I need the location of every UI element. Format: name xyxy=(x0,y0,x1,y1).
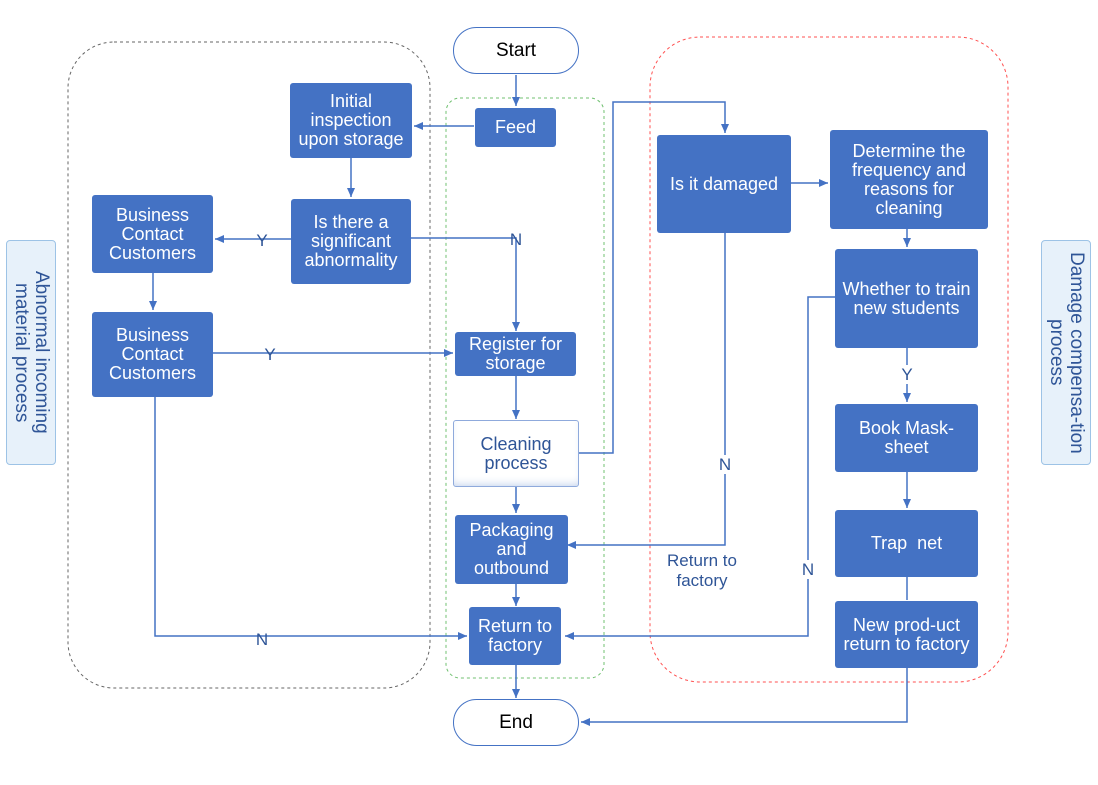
edge-label-n-return: N xyxy=(255,630,269,649)
packaging-outbound-node[interactable]: Packaging and outbound xyxy=(455,515,568,584)
group-damage-compensation xyxy=(649,36,1009,683)
edge-label-y-business: Y xyxy=(256,231,268,250)
section-label-abnormal-incoming: Abnormal incoming material process xyxy=(6,240,56,465)
group-main-flow xyxy=(445,97,605,679)
edge-label-y-book: Y xyxy=(898,365,916,384)
significant-abnormality-node[interactable]: Is there a significant abnormality xyxy=(291,199,411,284)
edge-label-n-register: N xyxy=(509,230,523,249)
train-new-students-node[interactable]: Whether to train new students xyxy=(835,249,978,348)
new-product-return-node[interactable]: New prod-uct return to factory xyxy=(835,601,978,668)
edge-label-n-damaged: N xyxy=(715,455,735,474)
edge-cleaning-damaged xyxy=(579,101,729,454)
edge-label-n-train: N xyxy=(798,560,818,579)
edge-label-y-register: Y xyxy=(264,345,276,364)
edge-newproduct-end xyxy=(581,668,908,726)
edge-abnormality-register xyxy=(411,237,520,331)
edge-train-return xyxy=(565,296,835,640)
book-mask-sheet-node[interactable]: Book Mask-sheet xyxy=(835,404,978,472)
edge-business2-return xyxy=(154,397,467,640)
trap-net-node[interactable]: Trap net xyxy=(835,510,978,577)
feed-node[interactable]: Feed xyxy=(475,108,556,147)
business-contact-customers-node-1[interactable]: Business Contact Customers xyxy=(92,195,213,273)
return-to-factory-node[interactable]: Return to factory xyxy=(469,607,561,665)
section-label-damage-compensation: Damage compensa-tion process xyxy=(1041,240,1091,465)
cleaning-process-node[interactable]: Cleaning process xyxy=(453,420,579,487)
business-contact-customers-node-2[interactable]: Business Contact Customers xyxy=(92,312,213,397)
register-storage-node[interactable]: Register for storage xyxy=(455,332,576,376)
edge-damaged-packaging xyxy=(567,233,726,549)
group-abnormal-incoming xyxy=(67,41,431,689)
end-terminal[interactable]: End xyxy=(453,699,579,746)
start-terminal[interactable]: Start xyxy=(453,27,579,74)
initial-inspection-node[interactable]: Initial inspection upon storage xyxy=(290,83,412,158)
determine-frequency-node[interactable]: Determine the frequency and reasons for … xyxy=(830,130,988,229)
return-to-factory-note: Return to factory xyxy=(667,551,737,590)
is-damaged-node[interactable]: Is it damaged xyxy=(657,135,791,233)
